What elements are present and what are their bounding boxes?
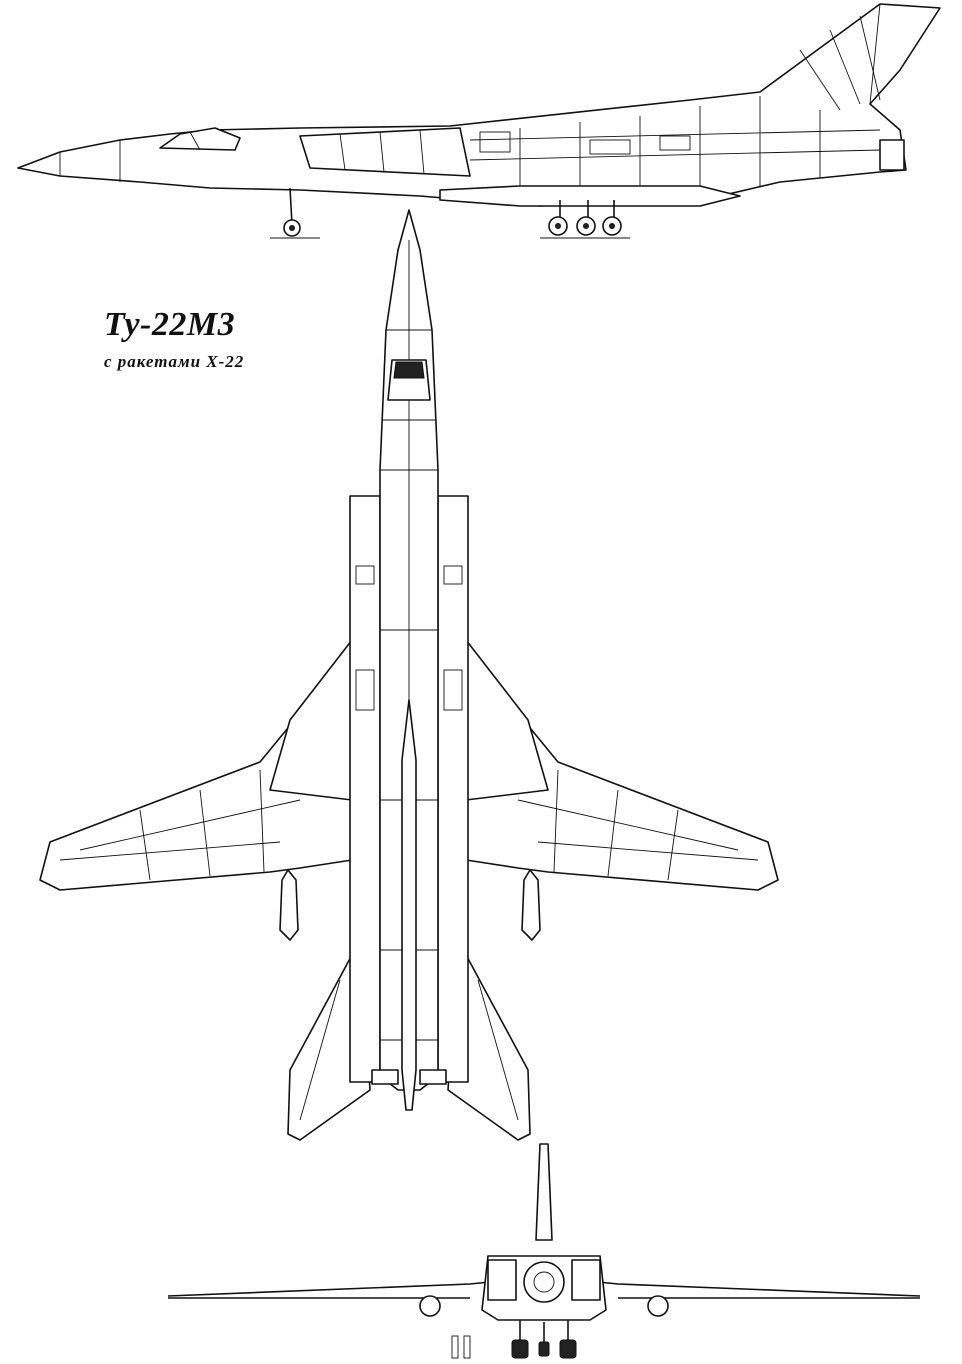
front-fin (535, 1143, 553, 1241)
front-view (167, 1143, 921, 1359)
side-intake (299, 127, 471, 177)
front-nose-wheel (538, 1341, 550, 1357)
top-left-nacelle (349, 495, 381, 1083)
aircraft-title: Ту-22М3 (104, 306, 236, 343)
front-nose (523, 1261, 565, 1303)
front-right-intake (571, 1259, 601, 1301)
top-right-nacelle (437, 495, 469, 1083)
aircraft-subtitle: с ракетами Х-22 (104, 352, 245, 371)
front-left-wing (167, 1281, 491, 1297)
top-left-wing (39, 649, 353, 891)
front-left-missile (419, 1295, 441, 1317)
side-missile (439, 185, 741, 207)
front-left-wheels (511, 1339, 529, 1359)
top-right-wing (465, 649, 779, 891)
front-right-wheels (559, 1339, 577, 1359)
front-left-intake (487, 1259, 517, 1301)
front-right-missile (647, 1295, 669, 1317)
side-canopy (159, 127, 241, 151)
side-view (17, 3, 941, 239)
top-right-wing-missile (521, 869, 541, 941)
front-right-wing (597, 1281, 921, 1297)
top-left-wing-missile (279, 869, 299, 941)
top-center-missile (401, 699, 417, 1111)
top-view (39, 209, 779, 1141)
